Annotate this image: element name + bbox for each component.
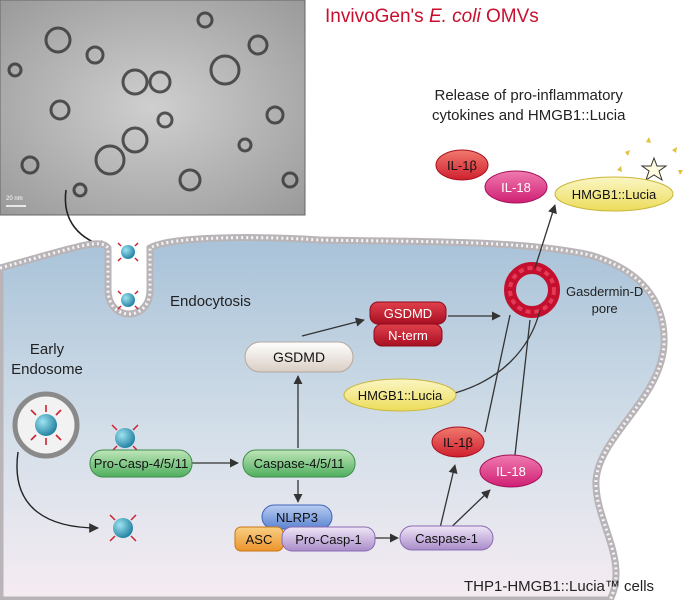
endocytosis-label: Endocytosis: [170, 293, 251, 310]
gasdermin-line2: pore: [591, 301, 618, 316]
gsdmd-nterm-bottom-label: N-term: [388, 327, 428, 343]
hmgb1-lucia-outside-label: HMGB1::Lucia: [571, 186, 657, 202]
cells-label: THP1-HMGB1::Lucia™ cells: [464, 578, 655, 595]
pro-casp-4511-label: Pro-Casp-4/5/11: [93, 456, 189, 471]
release-label: Release of pro-inflammatory cytokines an…: [432, 86, 625, 126]
gasdermin-pore: [504, 262, 560, 318]
scale-bar-label: 20 nm: [6, 196, 23, 202]
early-endosome-label: Early Endosome: [6, 340, 88, 380]
pro-casp-1-label: Pro-Casp-1: [295, 531, 362, 547]
gsdmd-nterm-top-label: GSDMD: [383, 305, 433, 321]
il1b-inside-label: IL-1β: [443, 434, 473, 450]
asc-label: ASC: [245, 531, 273, 547]
endosome-arrow: [16, 451, 99, 533]
cell: [0, 234, 668, 600]
caspase-4511-label: Caspase-4/5/11: [253, 456, 345, 471]
hmgb1-lucia-inside-node: [343, 378, 457, 412]
page-title: InvivoGen's E. coli OMVs: [325, 6, 539, 28]
gasdermin-label: Gasdermin-D pore: [566, 283, 643, 317]
caspase-1-label: Caspase-1: [415, 530, 478, 546]
hmgb1-lucia-inside-label: HMGB1::Lucia: [357, 387, 443, 403]
caspase-1-node: [399, 525, 494, 551]
gsdmd-node: [244, 341, 354, 373]
gasdermin-line1: Gasdermin-D: [566, 284, 644, 299]
il1b-inside-node: [431, 426, 485, 458]
pro-casp-1-node: [281, 526, 376, 552]
pro-casp-4511-node: [89, 449, 193, 478]
release-line2: cytokines and HMGB1::Lucia: [432, 107, 626, 124]
release-line1: Release of pro-inflammatory: [434, 87, 623, 104]
il1b-outside-label: IL-1β: [447, 157, 477, 173]
gsdmd-nterm-bottom-node: [373, 323, 443, 347]
omv-cytosol: [109, 424, 139, 542]
caspase-4511-node: [242, 449, 356, 478]
il18-inside-label: IL-18: [496, 463, 526, 479]
title-suffix: OMVs: [480, 6, 539, 27]
gsdmd-label: GSDMD: [272, 349, 326, 365]
pathway-arrows: [190, 204, 557, 543]
early-endosome-line2: Endosome: [11, 361, 83, 378]
early-endosome: [12, 391, 80, 459]
hmgb1-lucia-outside-node: [554, 176, 674, 212]
early-endosome-line1: Early: [29, 341, 65, 358]
title-italic: E. coli: [428, 6, 481, 27]
title-prefix: InvivoGen's: [325, 6, 429, 27]
il18-outside-node: [484, 170, 548, 204]
electron-micrograph: [0, 0, 306, 216]
nlrp3-label: NLRP3: [276, 509, 318, 525]
il18-outside-label: IL-18: [501, 179, 531, 195]
omv-vesicles-entry: [117, 242, 139, 310]
il18-inside-node: [479, 454, 543, 488]
il1b-outside-node: [435, 149, 489, 181]
